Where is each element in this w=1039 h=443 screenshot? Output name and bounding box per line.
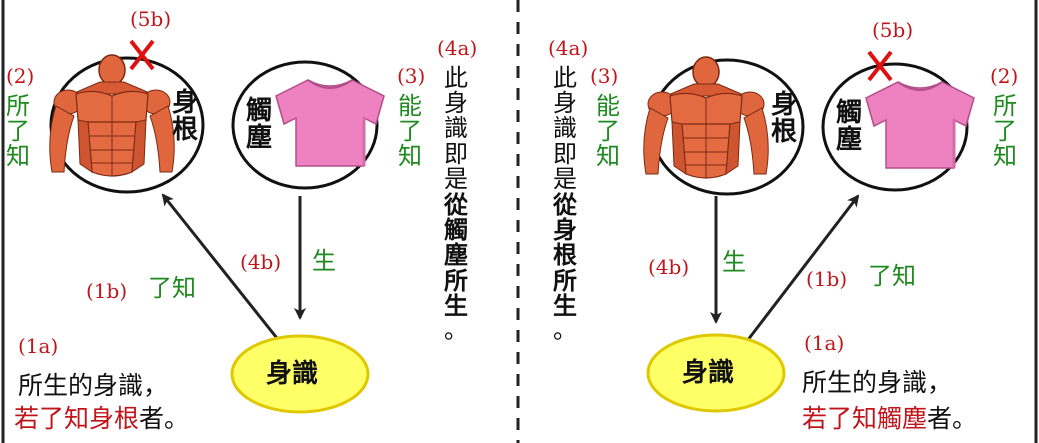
left-tag-3: (3) [397,64,426,88]
left-panel-graphics [49,39,386,414]
left-arrow-4b-label: 生 [312,247,336,275]
right-arrow-1b-label: 了知 [868,262,916,290]
left-known-label: 所了知 [6,92,30,171]
right-tag-1a: (1a) [804,331,845,355]
right-panel-graphics [643,50,976,413]
right-tag-4a: (4a) [548,36,589,60]
right-consciousness-label: 身識 [682,358,735,388]
right-tag-2: (2) [990,64,1019,88]
left-tag-4a: (4a) [437,36,478,60]
left-body-root-label: 身根 [172,88,199,146]
left-tag-5b: (5b) [130,7,172,31]
left-touch-object-label: 觸塵 [246,96,273,154]
left-caption-line2: 若了知身根者。 [14,404,190,433]
right-tag-4b: (4b) [648,255,690,279]
right-arrow-4b-label: 生 [722,248,746,276]
x-mark-icon [867,50,893,82]
right-known-label: 所了知 [993,92,1017,171]
left-caption-line1: 所生的身識， [18,371,169,400]
left-tag-2: (2) [6,64,35,88]
right-touch-object-label: 觸塵 [836,98,863,156]
right-body-root-label: 身根 [771,90,798,148]
arrow-icon [742,194,860,346]
right-consciousness-ellipse [646,333,786,413]
left-consciousness-label: 身識 [266,359,319,389]
x-mark-icon [129,39,155,71]
arrow-icon [161,193,290,353]
left-vertical-statement: 此身識即是 從觸塵所生 。 [444,64,468,344]
left-knower-label: 能了知 [398,92,422,171]
right-caption-line1: 所生的身識， [802,368,953,397]
right-knower-label: 能了知 [596,92,620,171]
right-tag-5b: (5b) [872,18,914,42]
right-tag-3: (3) [590,64,619,88]
left-tag-1a: (1a) [18,334,59,358]
right-vertical-statement: 此身識即是 從身根所生 。 [553,64,577,344]
left-consciousness-ellipse [230,334,370,414]
right-caption-line2: 若了知觸塵者。 [802,404,978,433]
right-tag-1b: (1b) [806,267,848,291]
left-tag-4b: (4b) [240,250,282,274]
left-arrow-1b-label: 了知 [148,274,196,302]
left-tag-1b: (1b) [86,279,128,303]
